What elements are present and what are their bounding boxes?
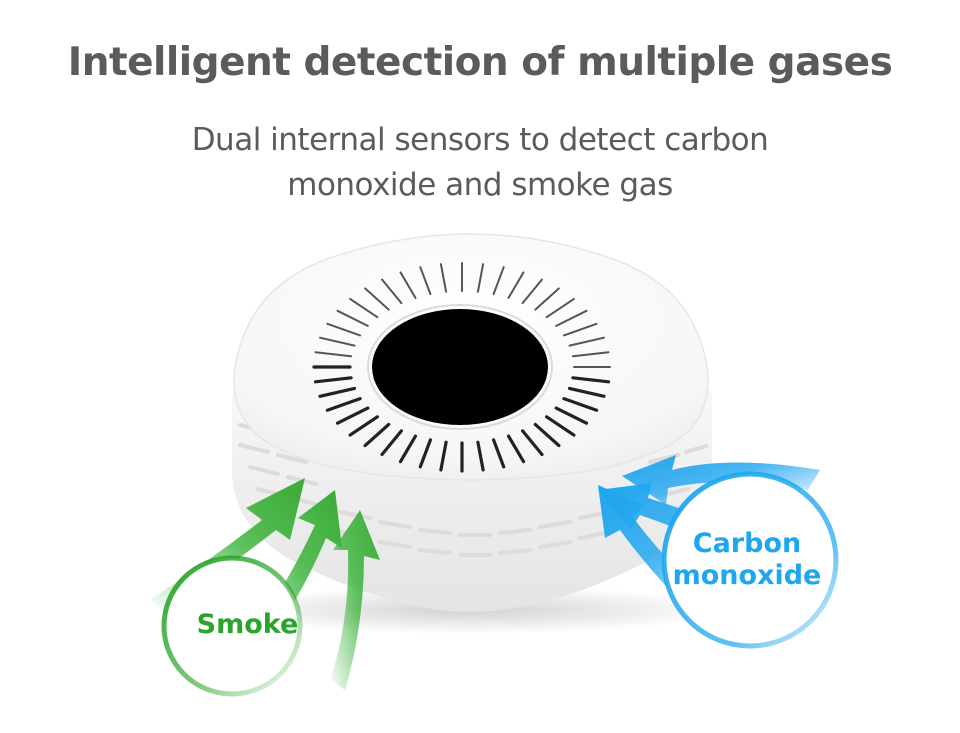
vent-slot: [533, 422, 561, 448]
vent-slot: [571, 376, 611, 384]
subheadline-line-1: Dual internal sensors to detect carbon: [191, 122, 769, 158]
vent-slot: [476, 440, 485, 472]
vent-slot: [555, 309, 588, 327]
vent-slot: [492, 266, 505, 296]
vent-slot: [318, 386, 357, 398]
vent-slot: [544, 415, 576, 437]
vent-slot: [381, 278, 403, 305]
carbon-monoxide-label-line-2: monoxide: [672, 560, 822, 591]
subheadline: Dual internal sensors to detect carbon m…: [0, 118, 960, 208]
sensor-window: [372, 309, 548, 425]
vent-slot: [363, 422, 391, 448]
sensor-window-rim: [367, 304, 553, 430]
vent-slot: [534, 287, 560, 311]
vent-slot: [348, 415, 379, 437]
vent-slot: [319, 336, 356, 347]
radial-vent-icon: [312, 262, 611, 473]
vent-slot: [506, 434, 526, 464]
subheadline-line-2: monoxide and smoke gas: [287, 167, 673, 203]
vent-slot: [313, 376, 353, 384]
smoke-badge-label: Smoke: [196, 609, 299, 640]
vent-slot: [554, 406, 589, 425]
vent-slot: [314, 351, 353, 358]
vent-slot: [399, 271, 417, 299]
vent-slot: [418, 438, 432, 469]
vent-slot: [520, 429, 544, 457]
vent-slot: [562, 322, 598, 337]
vent-slot: [336, 309, 369, 327]
vent-slot: [562, 397, 599, 412]
vent-slot: [380, 429, 403, 457]
vent-slot: [439, 263, 448, 293]
vent-slot: [492, 438, 506, 469]
vent-slot: [326, 322, 362, 337]
vent-slot: [325, 397, 362, 412]
carbon-monoxide-label-line-1: Carbon: [692, 528, 802, 559]
vent-slot: [364, 287, 390, 311]
headline: Intelligent detection of multiple gases: [67, 40, 893, 85]
smoke-badge-ring: [161, 555, 303, 697]
vent-slot: [398, 434, 418, 464]
vent-slot: [567, 386, 606, 398]
vent-slot: [521, 278, 543, 305]
vent-slot: [507, 271, 525, 299]
vent-slot: [419, 266, 432, 296]
carbon-monoxide-badge-label: Carbon monoxide: [662, 528, 832, 592]
carbon-monoxide-badge-ring: [661, 471, 839, 649]
vent-slot: [568, 336, 605, 347]
vent-slot: [335, 406, 370, 425]
vent-slot: [571, 351, 610, 358]
vent-slot: [476, 263, 485, 293]
vent-slot: [349, 297, 379, 319]
vent-slot: [545, 297, 575, 319]
vent-slot: [439, 440, 448, 472]
